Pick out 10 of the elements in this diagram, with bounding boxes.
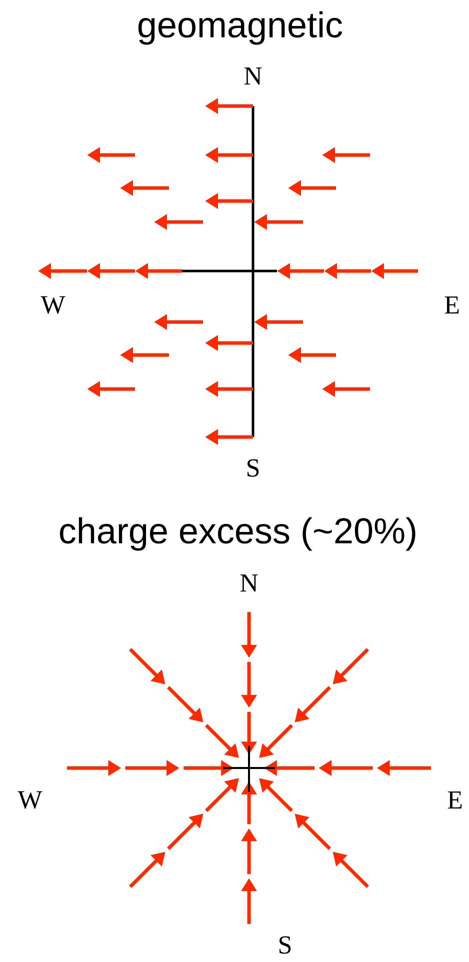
direction-label: W xyxy=(18,791,42,809)
direction-label: S xyxy=(248,459,259,477)
direction-label: S xyxy=(280,936,291,954)
direction-label: N xyxy=(244,67,262,84)
direction-label: N xyxy=(240,574,258,592)
direction-label: W xyxy=(40,296,66,314)
direction-label: E xyxy=(444,296,459,314)
panel-title: geomagnetic xyxy=(138,11,342,45)
panel-title: charge excess (~20%) xyxy=(60,517,416,551)
direction-label: E xyxy=(448,791,462,808)
